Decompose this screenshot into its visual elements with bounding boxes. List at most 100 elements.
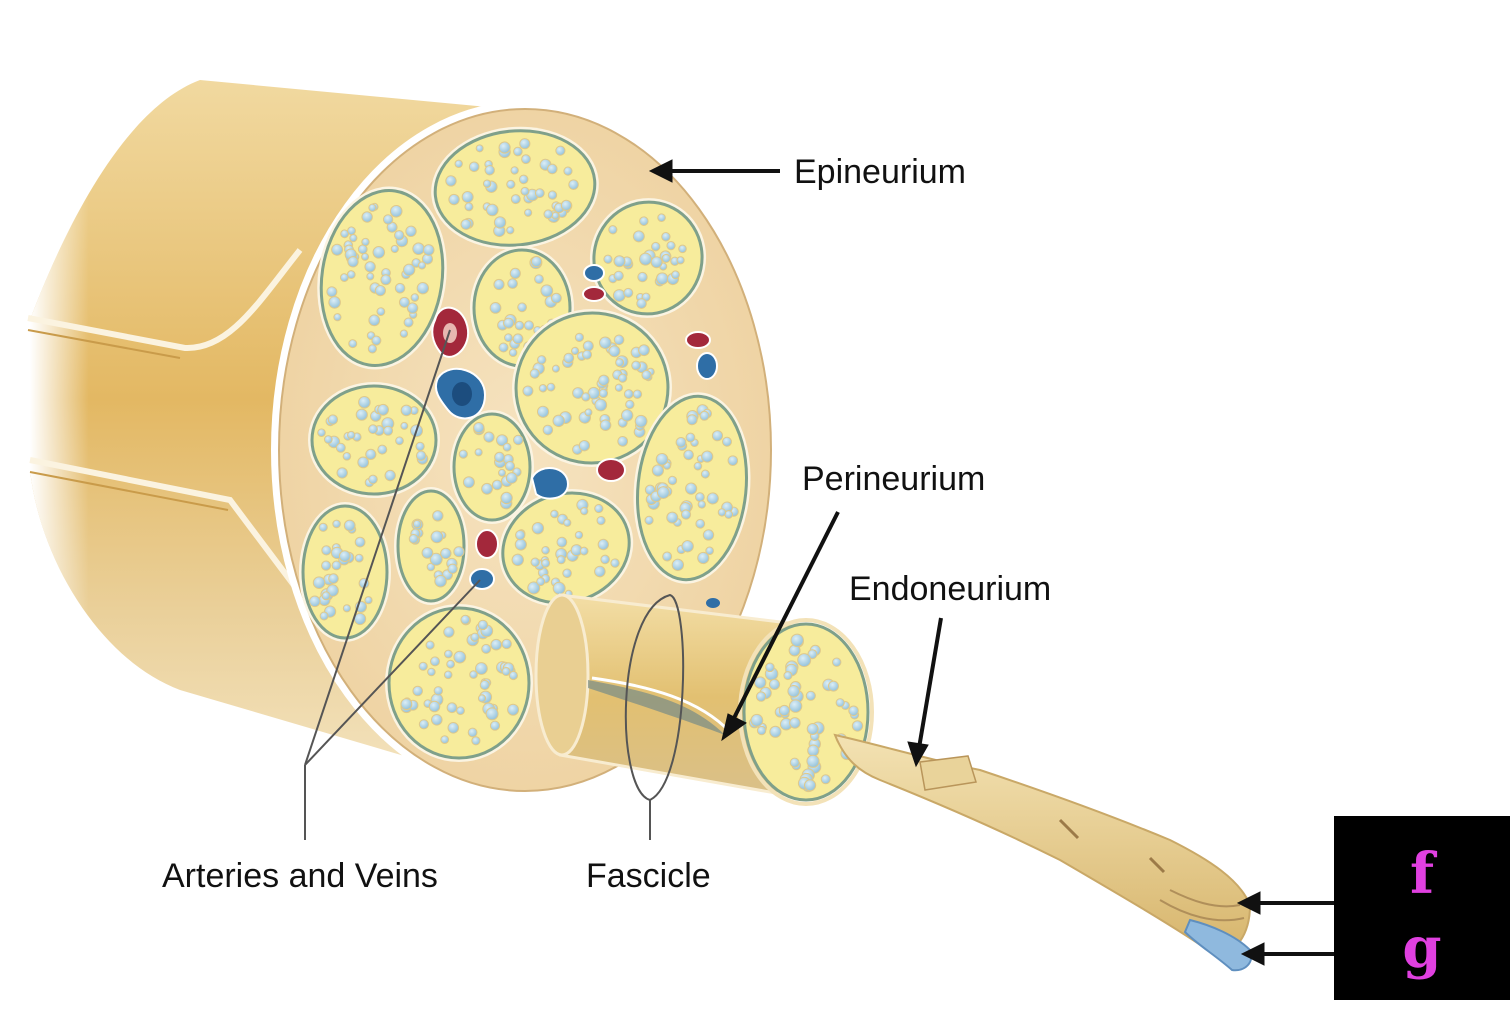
axon-dot — [765, 662, 775, 673]
axon-dot — [711, 430, 724, 442]
axon-dot — [432, 510, 444, 522]
vein — [696, 352, 718, 380]
axon-dot — [662, 551, 673, 562]
axon-dot — [790, 633, 804, 647]
axon-dot — [683, 449, 694, 461]
axon-dot — [534, 188, 545, 199]
label-leaders — [304, 329, 685, 840]
axon-dot — [530, 557, 540, 567]
axon-dot — [372, 246, 386, 259]
axon-dot — [797, 653, 812, 668]
axon-dot — [503, 317, 515, 329]
axon-dot — [484, 165, 495, 176]
axon-dot — [651, 241, 661, 252]
blood-vessels — [431, 264, 720, 608]
artery — [685, 331, 711, 349]
axon-dot — [446, 702, 458, 714]
axon-dot — [540, 284, 554, 298]
axon-dot — [340, 229, 349, 239]
axon-dot — [405, 225, 417, 238]
axon-dot — [464, 202, 474, 212]
axon-dot — [418, 719, 429, 730]
axon-dot — [399, 329, 409, 338]
axon-dot — [367, 344, 378, 354]
axon-dot — [429, 552, 443, 566]
axon-dot — [768, 678, 781, 691]
axon-dot — [657, 486, 670, 499]
axon-dot — [354, 536, 366, 548]
axon-dot — [631, 360, 642, 371]
axon-dot — [639, 216, 649, 226]
axon-dot — [597, 538, 610, 551]
axon-dot — [572, 387, 584, 399]
axon-dot — [655, 452, 669, 466]
endoneurium-arrow — [917, 617, 943, 749]
axon-dot — [508, 348, 518, 358]
axon-dot — [498, 342, 509, 353]
axon-dot — [454, 159, 463, 168]
axon-dot — [489, 720, 501, 731]
axon-dot — [522, 385, 534, 397]
axon-dot — [686, 414, 698, 426]
axon-dot — [594, 398, 608, 412]
axon-dot — [506, 179, 516, 189]
axon-dot — [467, 727, 478, 738]
axon-dot — [477, 694, 487, 703]
axon-dot — [832, 657, 842, 667]
axon-dot — [394, 282, 406, 294]
axon-dot — [568, 179, 579, 190]
epineurium-label: Epineurium — [794, 153, 966, 191]
axon-dot — [475, 662, 488, 675]
axon-dot — [634, 414, 648, 428]
axon-dot — [828, 680, 839, 692]
axon-dot — [579, 546, 589, 556]
axon-dot — [460, 218, 472, 230]
fascicle — [431, 126, 599, 250]
fascicle-label: Fascicle — [586, 857, 711, 895]
axon-dot — [685, 482, 698, 495]
axon-dot — [666, 241, 676, 251]
axon-dot — [470, 632, 480, 642]
axon-dot — [596, 516, 606, 526]
axon-dot — [787, 685, 801, 698]
axon-dot — [477, 619, 489, 631]
axon-dot — [542, 424, 554, 436]
axon-dot — [498, 468, 506, 477]
axon-dot — [563, 352, 575, 364]
axon-dot — [406, 302, 419, 314]
axon-dot — [453, 650, 467, 664]
fascicle-group — [299, 126, 751, 762]
axon-dot — [347, 226, 356, 236]
axon-dot — [502, 442, 512, 452]
axon-dot — [493, 216, 507, 229]
axon-dot — [483, 431, 495, 443]
axon-dot — [371, 335, 382, 346]
axon-dot — [416, 282, 430, 295]
axon-dot — [471, 736, 481, 746]
axon-dot — [364, 596, 373, 605]
axon-dot — [570, 346, 580, 356]
axon-dot — [788, 699, 803, 713]
axon-dot — [625, 399, 635, 410]
artery — [475, 529, 499, 559]
axon-dot — [481, 482, 493, 495]
axon-dot — [491, 479, 503, 491]
axon-dot — [498, 141, 511, 154]
axon-dot — [578, 439, 591, 452]
axon-dot — [531, 522, 545, 535]
axon-dot — [523, 320, 535, 331]
axon-dot — [769, 725, 782, 738]
axon-dot — [309, 595, 321, 608]
axon-dot — [680, 509, 692, 520]
axon-dot — [513, 146, 523, 157]
axon-dot — [393, 230, 405, 241]
axon-dot — [412, 685, 424, 697]
axon-dot — [446, 659, 456, 669]
axon-dot — [805, 690, 816, 701]
axon-dot — [403, 317, 414, 328]
axon-dot — [804, 779, 817, 792]
axon-dot — [445, 175, 457, 187]
axon-dot — [512, 333, 524, 345]
axon-dot — [675, 436, 687, 448]
axon-dot — [608, 345, 621, 358]
